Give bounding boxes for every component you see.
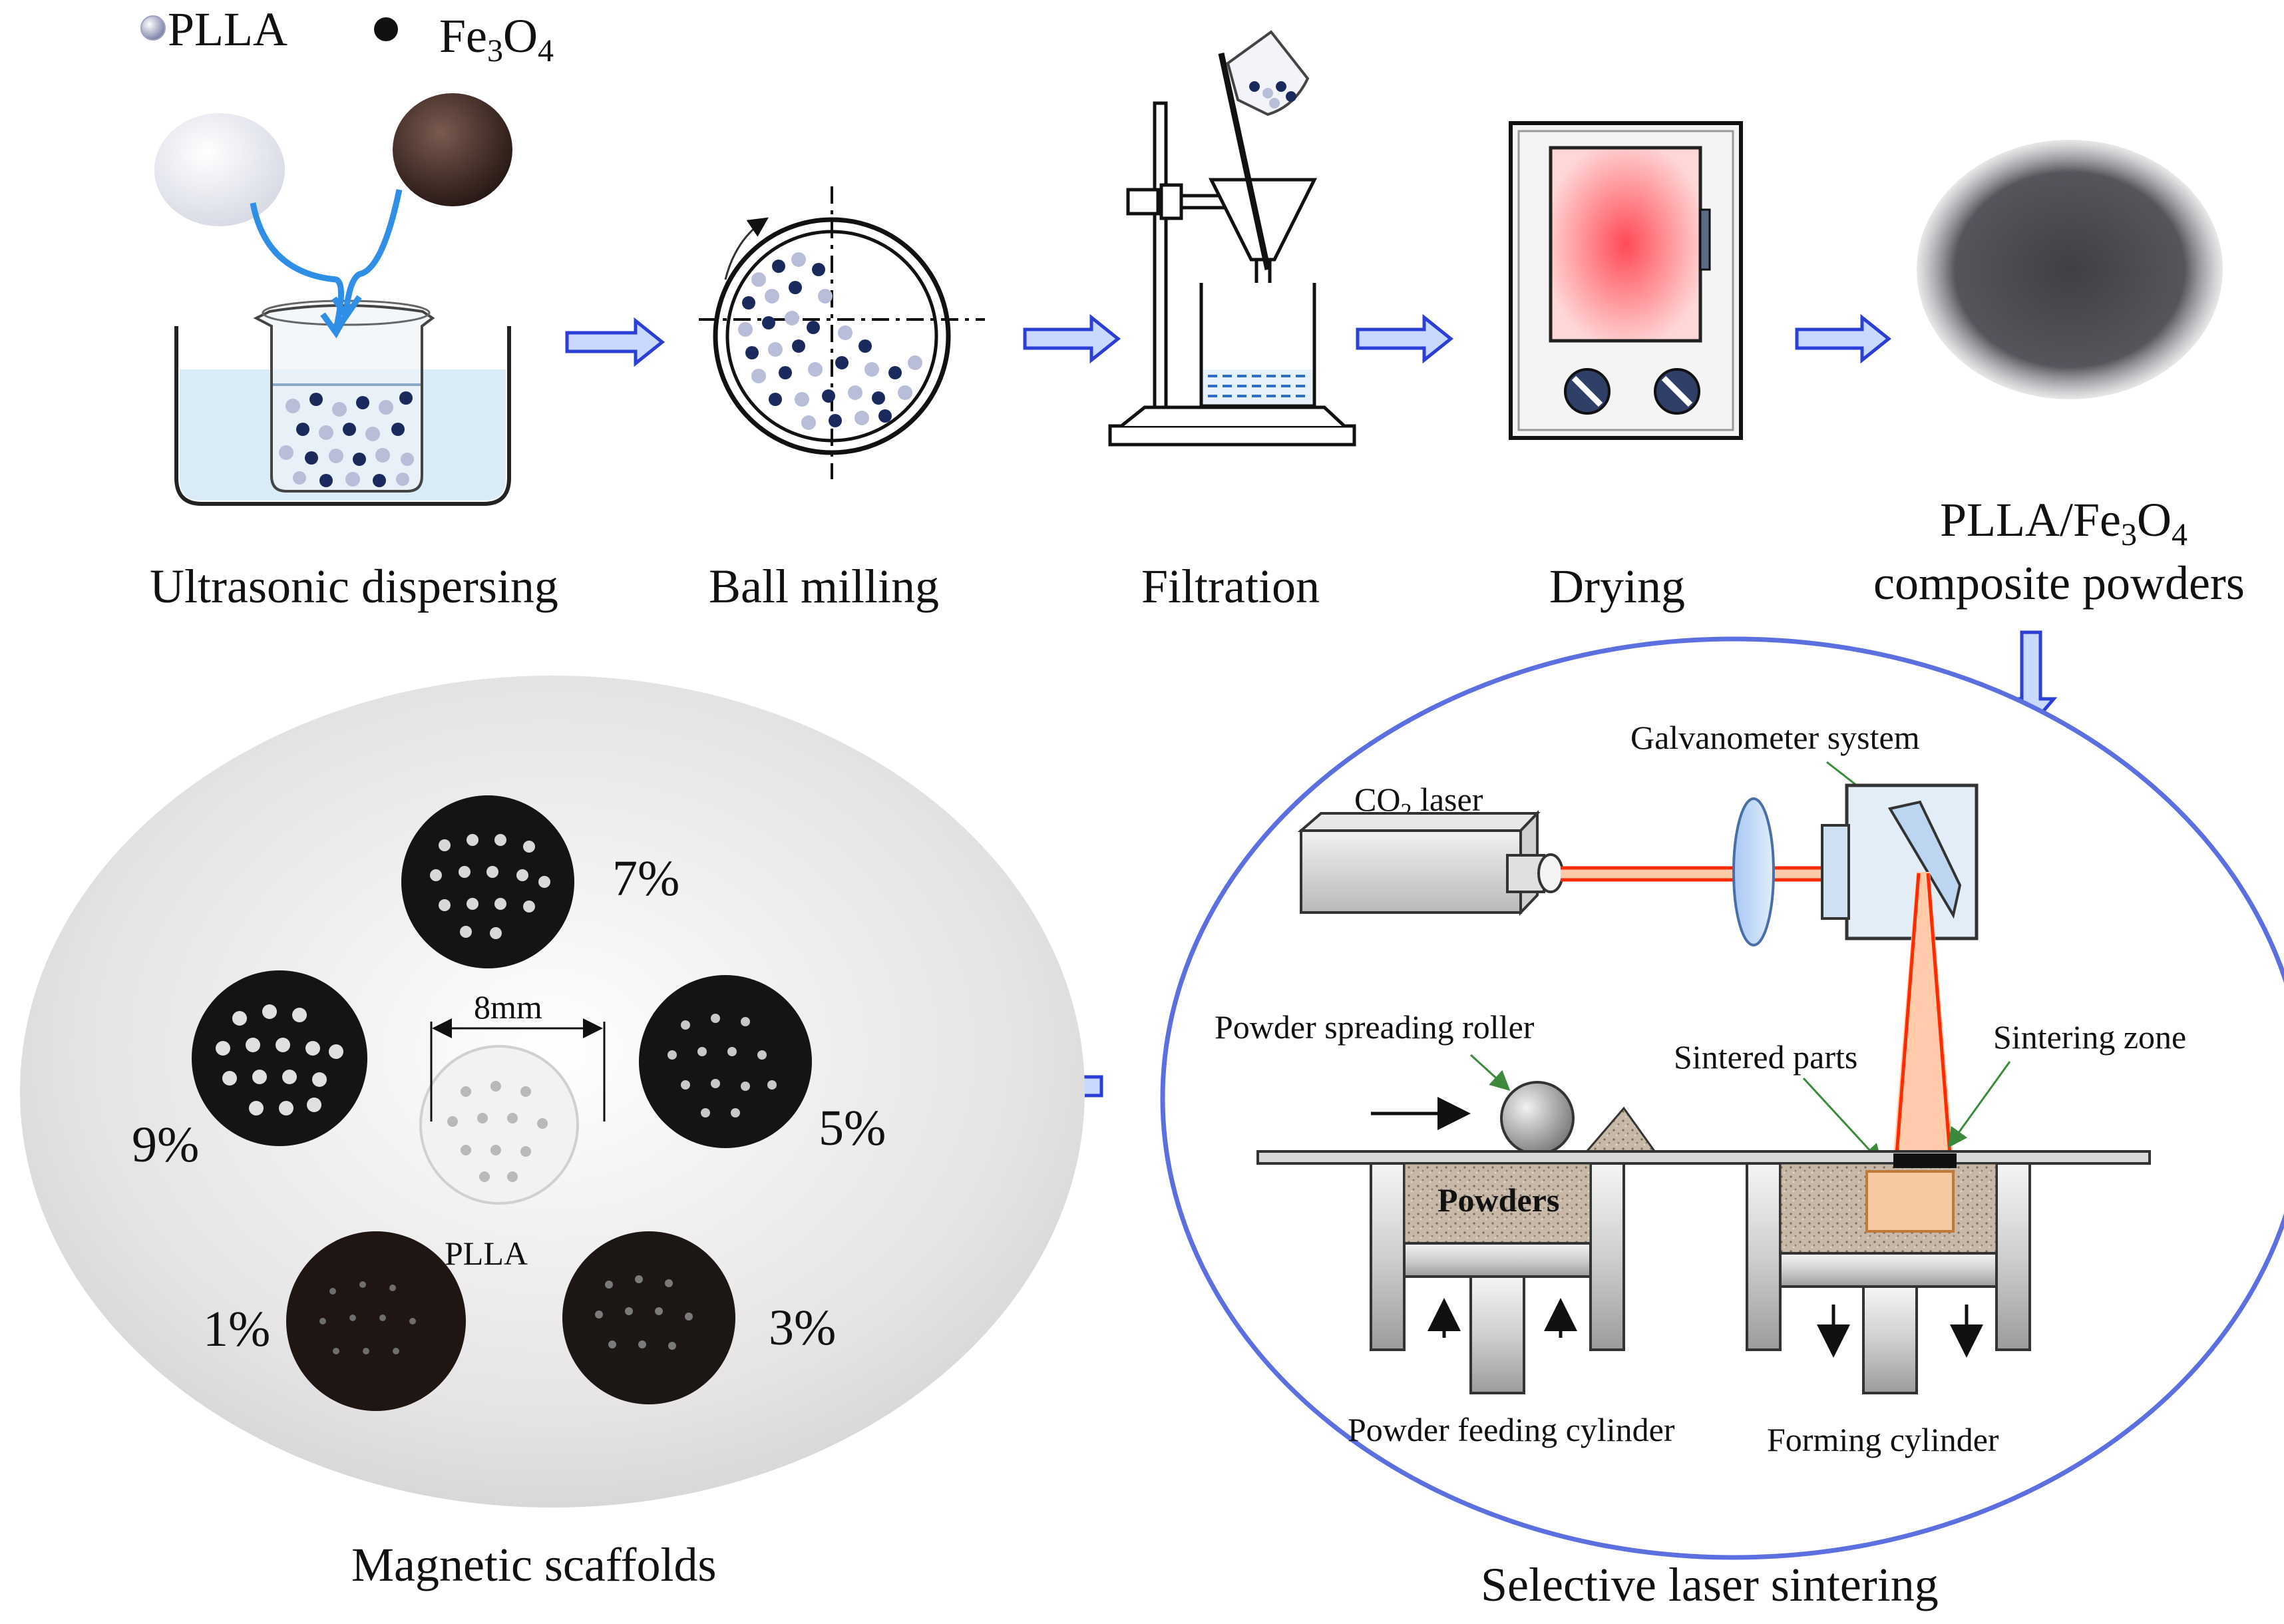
pour-arrow-right-icon [343,189,403,313]
flow-arrow-right-icon [565,317,666,367]
milling-balls [738,252,922,430]
scaffold-1pct [286,1231,466,1411]
flow-arrow-right-icon [1795,313,1892,364]
scaffold-9pct [192,970,367,1146]
work-platform [1256,1150,2151,1165]
composite-powders-label-line2: composite powders [1873,556,2245,610]
sintering-zone-label: Sintering zone [1993,1018,2186,1056]
scaffold-pure-plla [419,1045,579,1205]
flow-arrow-right-icon [1356,313,1454,364]
sls-title: Selective laser sintering [1481,1558,1939,1611]
plla-powder-image [154,113,285,226]
step-filtration-label: Filtration [1141,560,1320,613]
legend: PLLA Fe3O4 [140,3,554,69]
scaffold-3pct [562,1231,735,1404]
pct-1-label: 1% [203,1301,270,1357]
legend-plla-label: PLLA [168,3,287,56]
pct-3-label: 3% [769,1300,836,1356]
beaker-icon [253,304,435,493]
filtration-illustration [1108,30,1356,447]
pour-arrow-left-icon [250,202,344,330]
galvanometer-label: Galvanometer system [1630,719,1920,756]
laser-beam-downward [1893,872,1953,1155]
magnetic-scaffolds-photo: 7% 9% 5% 8mm [20,676,1085,1508]
feeding-cylinder-label: Powder feeding cylinder [1348,1411,1675,1448]
pct-9-label: 9% [132,1117,199,1173]
dimension-indicator [430,1018,606,1121]
scaffold-7pct [401,795,574,968]
oven-knob-icon [1564,368,1611,415]
oven-handle-icon [1699,208,1711,271]
sintered-parts-label: Sintered parts [1674,1038,1857,1076]
oven-window [1549,146,1702,343]
drying-oven-illustration [1509,121,1743,440]
pouring-beaker-icon [1226,30,1310,116]
pct-5-label: 5% [819,1100,886,1156]
flow-arrow-right-icon [1023,313,1121,364]
powders-label: Powders [1437,1181,1559,1219]
composite-powder-image [1917,140,2223,399]
step-drying-label: Drying [1549,560,1685,613]
step-ball-milling-label: Ball milling [709,560,939,613]
fe3o4-legend-icon [374,17,398,41]
powder-roller-label: Powder spreading roller [1215,1008,1535,1046]
sintered-part-icon [1865,1170,1955,1233]
bath-outline [174,326,511,506]
ultrasonic-dispersing-illustration [154,93,512,506]
dispersed-particles [279,391,414,487]
scaffolds-title: Magnetic scaffolds [351,1538,717,1591]
focusing-lens-icon [1732,797,1775,946]
ball-milling-illustration [699,186,985,479]
rotation-arrow-icon [724,217,769,280]
composite-powders-label-line1: PLLA/Fe3O4 [1940,493,2188,552]
sls-machine-illustration: CO2 laser Galvanometer system Sintered p… [1160,636,2284,1560]
co2-laser-icon [1297,810,1564,916]
step-ultrasonic-label: Ultrasonic dispersing [150,560,558,613]
sintering-zone-marker [1893,1153,1957,1168]
dimension-label: 8mm [474,988,542,1026]
powder-feeding-cylinder: Powders [1370,1162,1625,1394]
sls-frame [1160,636,2284,1560]
legend-fe3o4-label: Fe3O4 [439,9,554,69]
oven-knob-icon [1654,368,1700,415]
galvanometer-icon [1821,783,1979,940]
forming-cylinder [1746,1153,2031,1394]
plla-scaffold-label: PLLA [445,1235,528,1272]
pct-7-label: 7% [612,851,679,907]
powder-roller-icon [1500,1081,1575,1155]
scaffold-5pct [639,975,812,1148]
plla-legend-icon [140,15,166,41]
fe3o4-powder-image [393,93,512,206]
forming-cylinder-label: Forming cylinder [1767,1421,1999,1458]
